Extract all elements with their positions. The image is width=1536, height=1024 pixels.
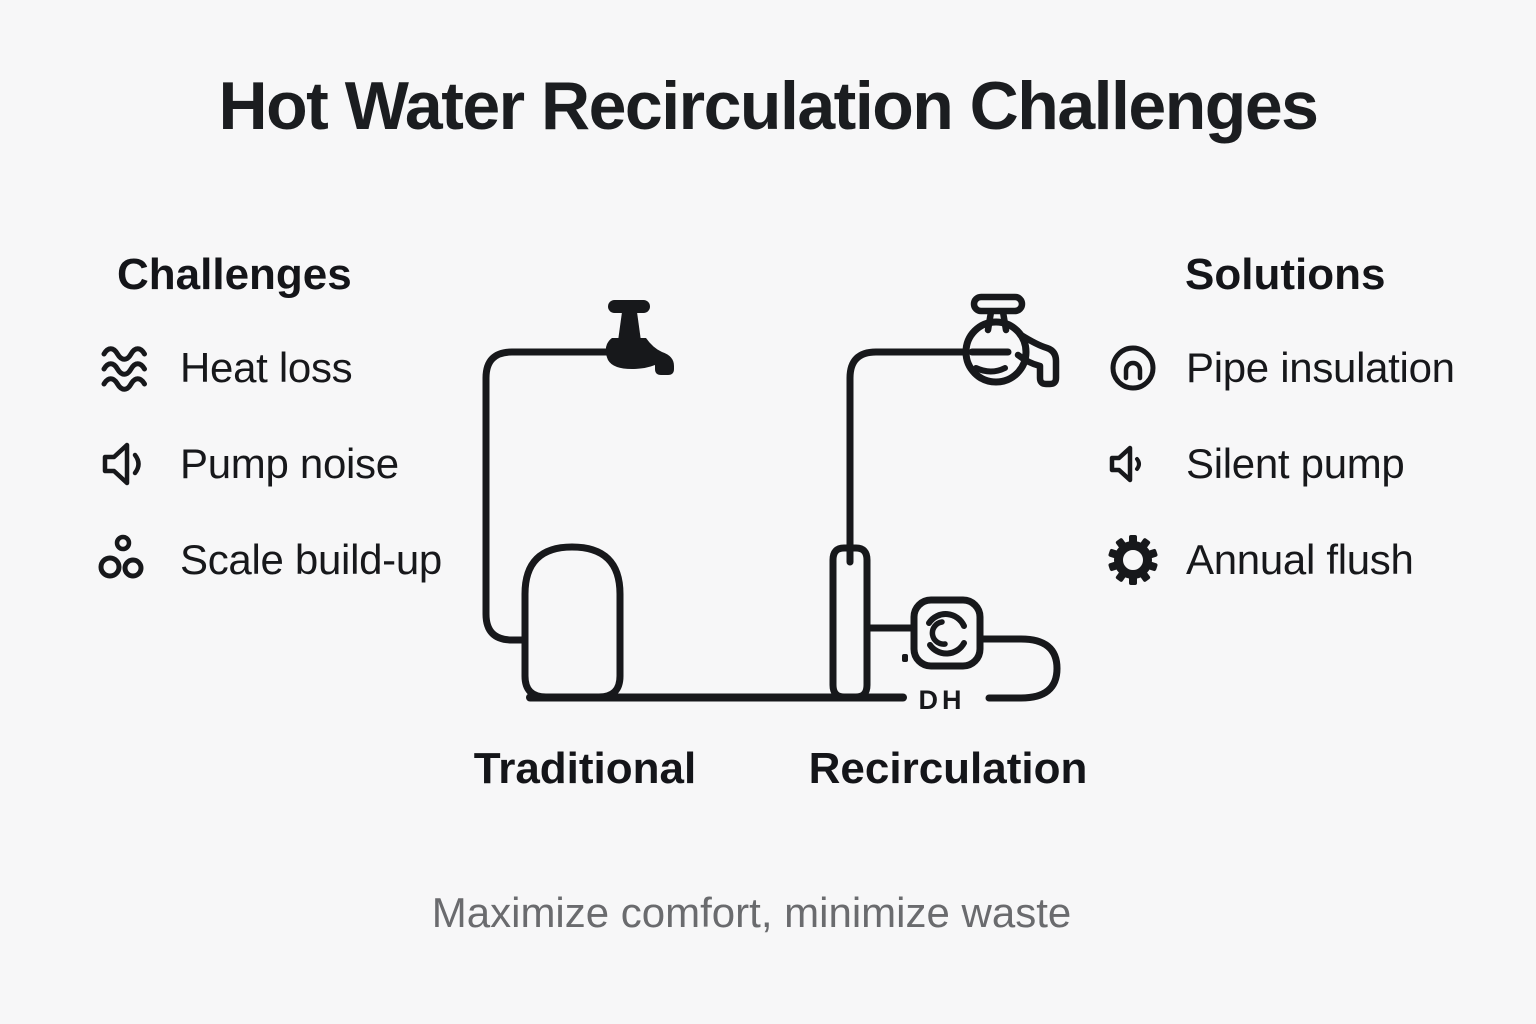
pipe-joint-dot	[902, 654, 908, 662]
list-item-label: Silent pump	[1186, 440, 1405, 487]
list-item-label: Scale build-up	[180, 536, 442, 583]
solutions-header: Solutions	[1185, 250, 1386, 299]
traditional-supply-pipe	[482, 348, 613, 644]
list-item-label: Pipe insulation	[1186, 344, 1455, 391]
list-item-label: Heat loss	[180, 344, 353, 391]
list-item-silent-pump: Silent pump	[1104, 435, 1455, 493]
silent-pump-icon	[1109, 445, 1141, 483]
traditional-pipes	[482, 348, 907, 702]
challenges-list: Heat loss Pump noise Scale build-up	[98, 339, 442, 589]
water-heater-tank	[521, 543, 624, 701]
challenges-header: Challenges	[117, 250, 352, 299]
pump-tag-label: DH	[919, 685, 966, 715]
solutions-list: Pipe insulation Silent pump	[1104, 339, 1455, 589]
tagline: Maximize comfort, minimize waste	[431, 889, 1072, 936]
recirculation-pipes	[829, 348, 1061, 702]
list-item-label: Pump noise	[180, 440, 399, 487]
list-item-pipe-insulation: Pipe insulation	[1104, 339, 1455, 397]
list-item-scale-buildup: Scale build-up	[98, 531, 442, 589]
traditional-faucet-icon	[605, 300, 674, 375]
piping-diagram: DH	[482, 293, 1061, 715]
recirculation-pump-icon	[910, 596, 984, 670]
traditional-label: Traditional	[473, 744, 697, 793]
gear-icon	[1108, 535, 1158, 585]
heat-waves-icon	[101, 346, 147, 392]
riser-tank	[829, 544, 871, 701]
pipe-insulation-icon	[1110, 345, 1156, 391]
recirculation-supply-pipe	[846, 348, 970, 566]
speaker-icon	[102, 442, 141, 486]
recirculation-label: Recirculation	[808, 744, 1088, 793]
list-item-annual-flush: Annual flush	[1104, 531, 1455, 589]
return-loop-pipe	[977, 635, 1061, 702]
scale-bubbles-icon	[98, 534, 144, 579]
list-item-label: Annual flush	[1186, 536, 1414, 583]
page-title: Hot Water Recirculation Challenges	[218, 68, 1319, 144]
recirculation-faucet-icon	[962, 293, 1060, 388]
list-item-heat-loss: Heat loss	[98, 339, 442, 397]
list-item-pump-noise: Pump noise	[98, 435, 442, 493]
